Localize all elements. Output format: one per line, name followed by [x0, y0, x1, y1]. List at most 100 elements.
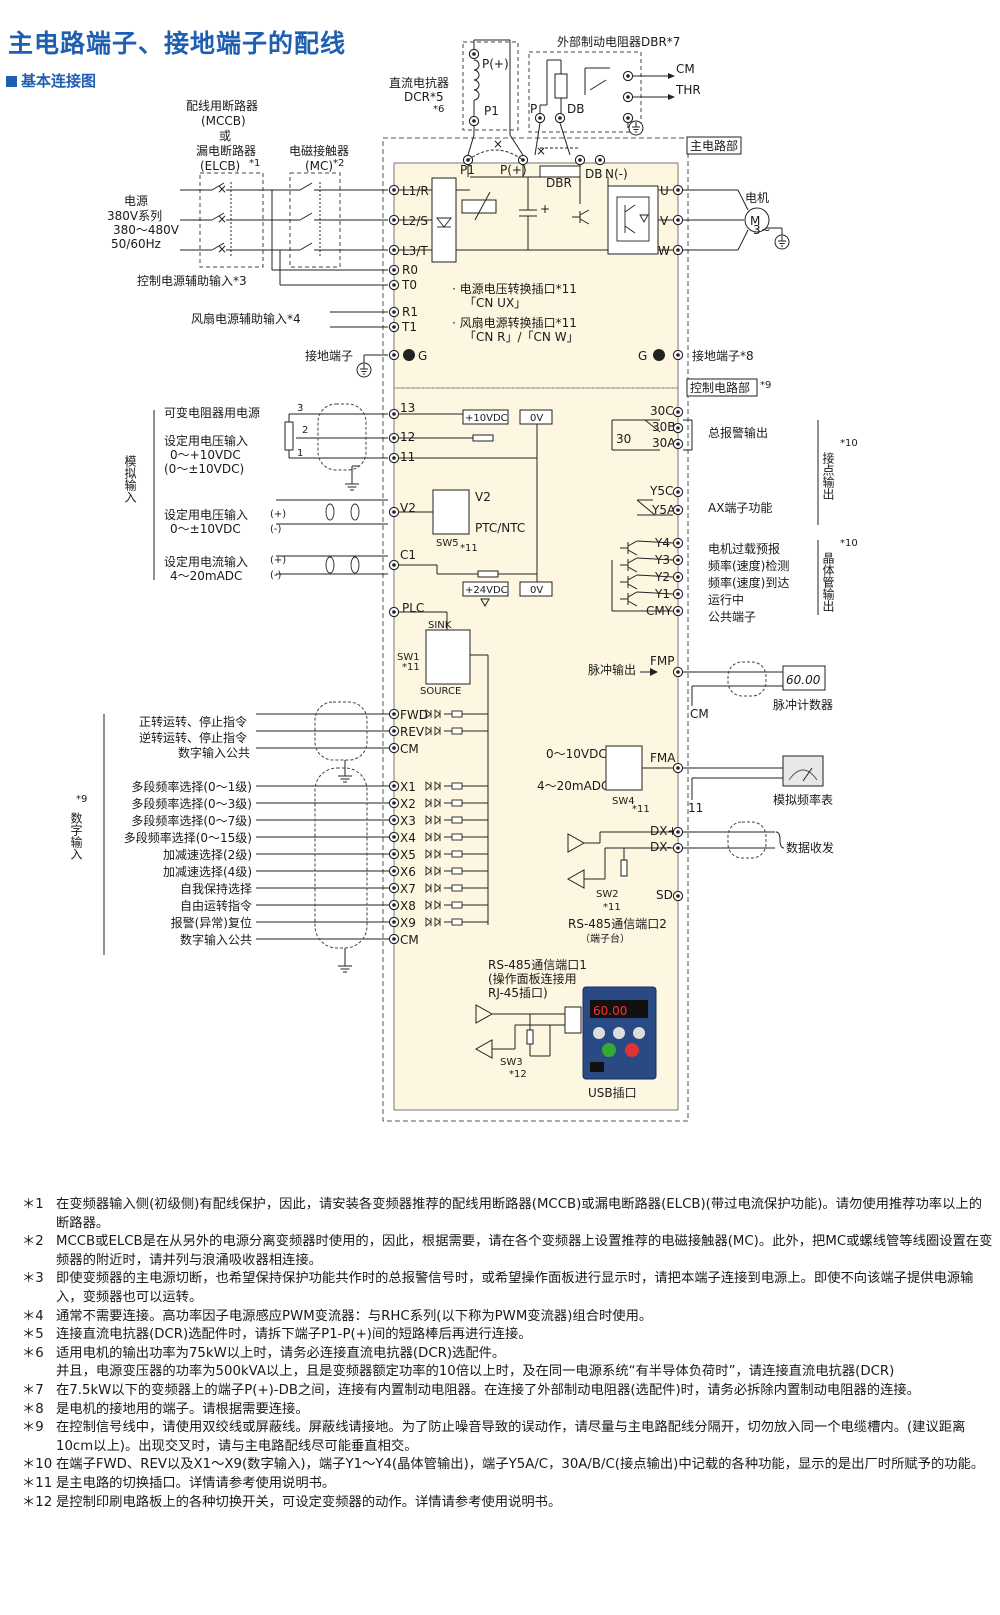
contactor-label-2: (MC) — [305, 159, 333, 173]
contactor-label-1: 电磁接触器 — [289, 143, 349, 158]
transistor-output-label-1: 频率(速度)检测 — [708, 558, 789, 573]
keypad-button-3 — [633, 1027, 645, 1039]
transistor-output-note: *10 — [840, 538, 858, 549]
rs485-2-label-1: RS-485通信端口2 — [568, 917, 667, 931]
keypad-button-2 — [613, 1027, 625, 1039]
set-v2-range: 0～±10VDC — [170, 522, 241, 536]
terminal-30b-icon — [672, 422, 684, 434]
dbr-x: × — [536, 144, 546, 158]
terminal-c1-icon — [388, 559, 400, 571]
motor-ground-icon — [774, 234, 790, 250]
terminal-x9-11-icon — [388, 916, 400, 928]
terminal-v: V — [660, 214, 669, 228]
data-tx-label: 数据收发 — [786, 840, 834, 855]
terminal-plc-icon — [388, 606, 400, 618]
sw5-v2: V2 — [475, 490, 491, 504]
v2-plus: (+) — [270, 509, 286, 520]
footnote-mark: ＊9 — [22, 1420, 44, 1436]
footnote-text: 是控制印刷电路板上的各种切换开关，可设定变频器的动作。详情请参考使用说明书。 — [56, 1494, 562, 1510]
v24-box: +24VDC — [465, 585, 508, 596]
total-alarm-label: 总报警输出 — [708, 425, 768, 440]
terminal-fma-icon — [672, 762, 684, 774]
terminal-13-icon — [388, 408, 400, 420]
ground-terminal-label: 接地端子 — [305, 348, 353, 363]
dcr-box — [462, 41, 519, 131]
terminal-u-icon — [672, 184, 684, 196]
inverter-bridge — [607, 185, 659, 255]
ctrl-aux-label: 控制电源辅助输入*3 — [137, 273, 247, 288]
sw2-note: *11 — [603, 902, 621, 913]
terminal-fwd-0: FWD — [400, 708, 428, 722]
connection-diagram: 主电路部 控制电路部 *9 配线用断路器 (MCCB) 或 漏电断路器 (ELC… — [69, 34, 858, 1122]
footnote-mark: ＊11 — [22, 1475, 53, 1491]
terminal-plc: PLC — [402, 601, 424, 615]
shield-c1-icon — [325, 556, 335, 574]
terminal-l2-icon — [388, 214, 400, 226]
rs485-1-label-1: RS-485通信端口1 — [488, 958, 587, 972]
footnote-text: 在控制信号线中，请使用双绞线或屏蔽线。屏蔽线请接地。为了防止噪音导致的误动作，请… — [56, 1420, 966, 1454]
breaker-x-3: × — [217, 242, 227, 256]
terminal-fma: FMA — [650, 751, 676, 765]
terminal-cm-2-icon — [388, 742, 400, 754]
digital-input-label-5: 加减速选择(4级) — [163, 865, 252, 879]
keypad-run-button — [602, 1043, 616, 1057]
dbr-external-label: 外部制动电阻器DBR*7 — [557, 34, 680, 49]
ground-icon-right — [653, 349, 665, 361]
source-label: SOURCE — [420, 686, 461, 697]
terminal-x7-9: X7 — [400, 882, 416, 896]
terminal-p1: P1 — [460, 163, 475, 177]
breaker-label-1: 配线用断路器 — [186, 98, 258, 113]
terminal-v2: V2 — [400, 501, 416, 515]
dbr-terminal-db: DB — [567, 102, 584, 116]
digital-input-label: 数字输入 — [69, 811, 83, 860]
motor-m: M — [750, 214, 760, 228]
keypad-display: 60.00 — [593, 1004, 627, 1018]
terminal-11: 11 — [400, 450, 415, 464]
dcr-terminal-p1: P1 — [484, 104, 499, 118]
ov-box-2: 0V — [530, 585, 543, 596]
terminal-fmp-icon — [672, 666, 684, 678]
terminal-11-icon — [388, 452, 400, 464]
sw3-label: SW3 — [500, 1057, 523, 1068]
sw4-note: *11 — [632, 804, 650, 815]
potentiometer-icon — [284, 421, 294, 451]
terminal-x9-11: X9 — [400, 916, 416, 930]
terminal-30c-icon — [672, 406, 684, 418]
dcr-label-3: *6 — [433, 104, 444, 115]
terminal-fwd-0-icon — [388, 708, 400, 720]
terminal-x1-3: X1 — [400, 780, 416, 794]
ground-icon-left — [403, 349, 415, 361]
terminal-y4: Y4 — [654, 536, 670, 550]
dig-common-label-1: 数字输入公共 — [178, 745, 250, 760]
dcr-terminal-p: P(+) — [482, 57, 509, 71]
dbr-thr: THR — [675, 83, 701, 97]
transistor-output-label-3: 运行中 — [708, 592, 744, 607]
set-v1-label: 设定用电压输入 — [164, 433, 248, 448]
vr-power-label: 可变电阻器用电源 — [164, 405, 260, 420]
terminal-cm-12-icon — [388, 933, 400, 945]
terminal-y3: Y3 — [654, 553, 670, 567]
rs485-2-label-2: （端子台） — [580, 932, 630, 945]
footnote-text: 连接直流电抗器(DCR)选配件时，请拆下端子P1-P(+)间的短路棒后再进行连接… — [56, 1327, 532, 1343]
set-v2-label: 设定用电压输入 — [164, 507, 248, 522]
terminal-t0-icon — [388, 279, 400, 291]
shield-v2b-icon — [350, 503, 360, 521]
ax-label: AX端子功能 — [708, 501, 772, 515]
contact-output-label: 接点输出 — [821, 451, 835, 500]
breaker-label-5: (ELCB) — [200, 159, 240, 173]
set-c1-range: 4～20mADC — [170, 569, 242, 583]
footnote-mark: ＊8 — [22, 1401, 44, 1417]
v2-minus: (-) — [270, 524, 282, 535]
fwd-cmd-label: 正转运转、停止指令 — [139, 714, 247, 729]
terminal-t1: T1 — [401, 320, 417, 334]
pot-2: 2 — [302, 425, 308, 436]
digital-input-label-8: 报警(异常)复位 — [171, 915, 252, 930]
cn-ux-label-1: · 电源电压转换插口*11 — [452, 281, 577, 296]
terminal-y1: Y1 — [654, 587, 670, 601]
transistor-output-label-0: 电机过载预报 — [708, 541, 780, 556]
shortbar-x: × — [493, 137, 503, 151]
